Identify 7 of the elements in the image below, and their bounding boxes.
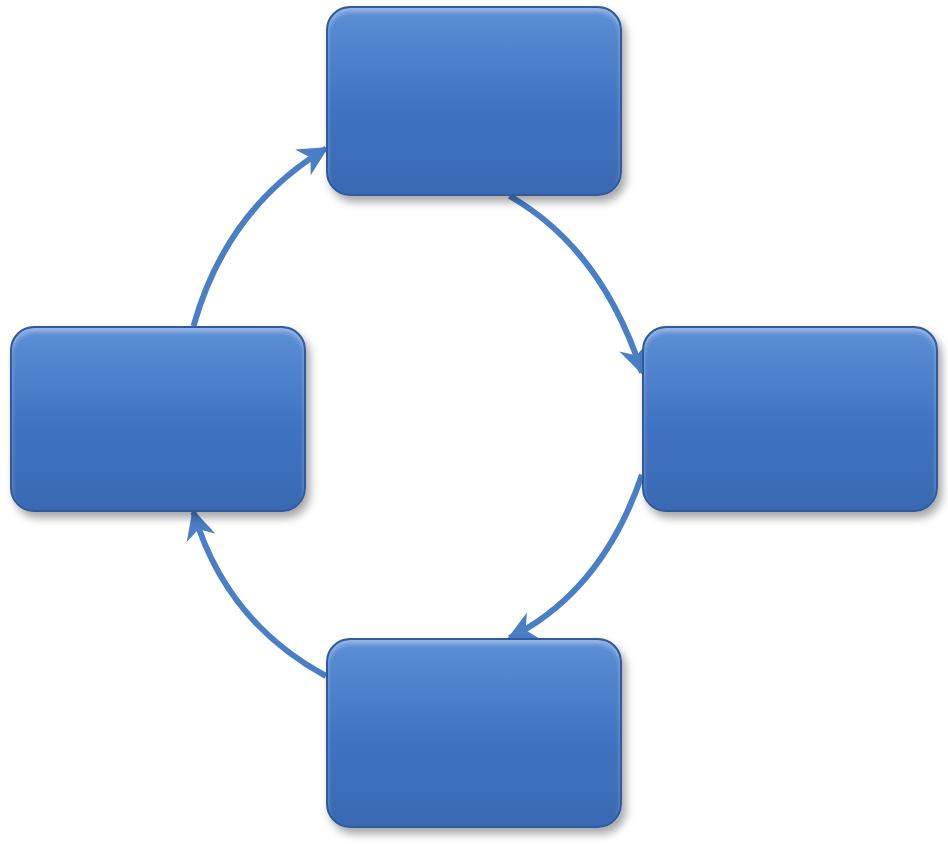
process-box <box>326 6 622 196</box>
process-box <box>326 638 622 828</box>
process-box <box>642 326 938 512</box>
curved-arrow <box>187 509 328 679</box>
process-box <box>10 326 306 512</box>
curved-arrow <box>506 473 645 641</box>
curved-arrow <box>190 145 329 327</box>
